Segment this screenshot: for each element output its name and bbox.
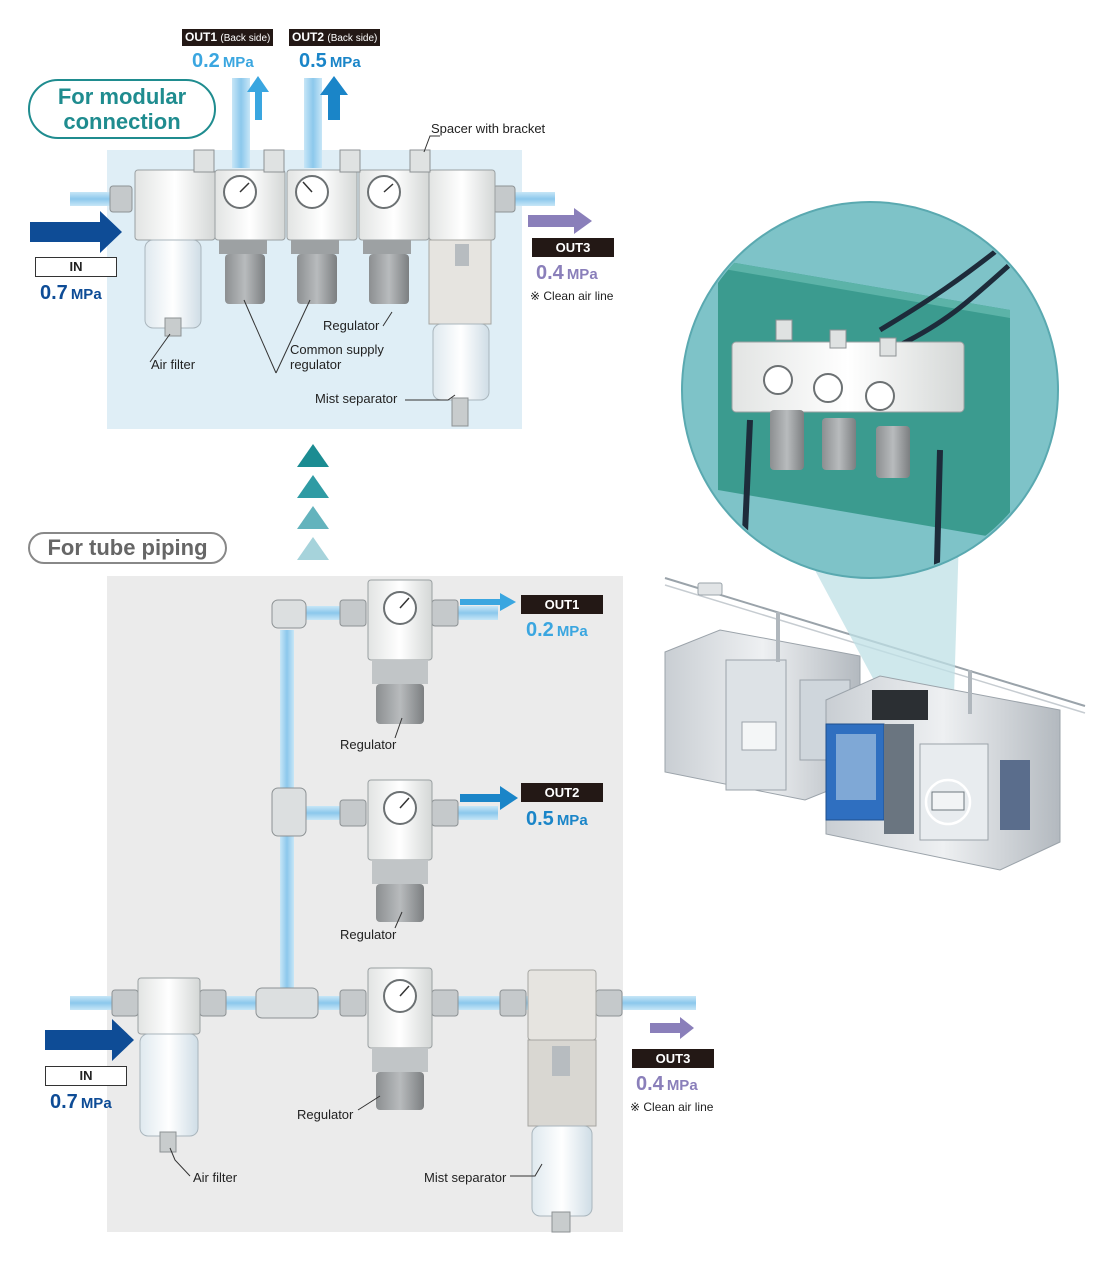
air-filter-body — [134, 169, 216, 241]
tee-fitting — [271, 787, 307, 837]
modular-in-arrow — [30, 211, 122, 253]
tag-note: (Back side) — [220, 33, 271, 44]
pressure-unit: MPa — [666, 1077, 698, 1094]
tee-fitting — [255, 987, 319, 1019]
mist-separator-bowl — [432, 323, 490, 401]
tag-note: (Back side) — [327, 33, 378, 44]
pressure-unit: MPa — [566, 266, 598, 283]
label-common-supply-regulator: Common supply regulator — [290, 342, 384, 372]
modular-out3-note: ※ Clean air line — [530, 289, 614, 303]
modular-out3-arrow — [528, 208, 592, 234]
pressure-value: 0.5 — [299, 50, 327, 72]
label-air-filter: Air filter — [193, 1170, 238, 1185]
modular-out1-tag: OUT1 (Back side) — [182, 29, 274, 46]
tube-arrows — [45, 593, 694, 1061]
tube-out3-arrow — [650, 1017, 694, 1039]
tube-out2-arrow — [460, 786, 518, 810]
label-regulator: Regulator — [340, 927, 397, 942]
label-mist-separator: Mist separator — [424, 1170, 507, 1185]
air-filter-bowl — [144, 239, 202, 329]
label-regulator: Regulator — [340, 737, 397, 752]
label-mist-separator: Mist separator — [315, 391, 398, 406]
pressure-unit: MPa — [329, 54, 361, 71]
pressure-gauge — [223, 175, 401, 209]
pressure-value: 0.2 — [526, 619, 554, 641]
tube-title: For tube piping — [28, 532, 227, 564]
tube-out1-tag: OUT1 — [521, 595, 603, 614]
tube-in-tag: IN — [45, 1066, 127, 1086]
mist-separator-body — [428, 169, 496, 241]
magnified-regulator-manifold — [731, 341, 965, 413]
label-line: Common supply — [290, 342, 384, 357]
tag-text: OUT1 — [185, 30, 218, 44]
modular-out1-arrow — [247, 76, 269, 120]
pressure-unit: MPa — [70, 286, 102, 303]
pressure-unit: MPa — [556, 623, 588, 640]
pressure-value: 0.7 — [40, 282, 68, 304]
transition-arrows — [297, 444, 329, 560]
tube-air-filter-body — [137, 977, 201, 1035]
tube-out3-note: ※ Clean air line — [630, 1100, 714, 1114]
out1-back-pipe — [232, 78, 250, 168]
modular-out3-tag: OUT3 — [532, 238, 614, 257]
pressure-unit: MPa — [80, 1095, 112, 1112]
modular-arrows — [30, 76, 592, 253]
pressure-value: 0.7 — [50, 1091, 78, 1113]
out2-back-pipe — [304, 78, 322, 168]
tube-in-arrow — [45, 1019, 134, 1061]
label-regulator: Regulator — [323, 318, 380, 333]
tag-text: OUT2 — [292, 30, 325, 44]
label-line: regulator — [290, 357, 342, 372]
modular-assembly — [70, 78, 555, 427]
tube-mist-separator-bowl — [531, 1125, 593, 1217]
tube-out1-arrow — [460, 593, 516, 611]
tube-out2-tag: OUT2 — [521, 783, 603, 802]
modular-in-tag: IN — [35, 257, 117, 277]
modular-out2-tag: OUT2 (Back side) — [289, 29, 381, 46]
detail-circle — [924, 778, 972, 826]
pressure-value: 0.2 — [192, 50, 220, 72]
label-regulator: Regulator — [297, 1107, 354, 1122]
pressure-value: 0.4 — [636, 1073, 664, 1095]
pressure-unit: MPa — [222, 54, 254, 71]
tube-mist-separator-body — [527, 969, 597, 1041]
label-spacer-with-bracket: Spacer with bracket — [431, 121, 546, 136]
pressure-value: 0.5 — [526, 808, 554, 830]
regulator-knob-2 — [297, 254, 337, 304]
modular-out2-arrow — [320, 76, 348, 120]
tube-air-filter-bowl — [139, 1033, 199, 1137]
pressure-unit: MPa — [556, 812, 588, 829]
machine-illustration — [664, 505, 1086, 871]
modular-title: For modular connection — [28, 79, 216, 139]
label-air-filter: Air filter — [151, 357, 196, 372]
regulator-knob-3 — [369, 254, 409, 304]
tube-assembly — [70, 579, 696, 1233]
pressure-value: 0.4 — [536, 262, 564, 284]
elbow-fitting — [271, 599, 307, 629]
tube-out3-tag: OUT3 — [632, 1049, 714, 1068]
magnified-view — [681, 201, 1059, 579]
regulator-knob-1 — [225, 254, 265, 304]
